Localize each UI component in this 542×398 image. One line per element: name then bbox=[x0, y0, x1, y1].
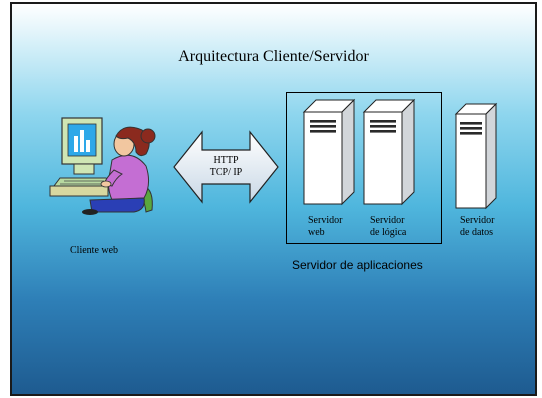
double-arrow-icon bbox=[173, 130, 279, 204]
slide-title: Arquitectura Cliente/Servidor bbox=[178, 48, 369, 65]
client-label: Cliente web bbox=[70, 245, 119, 256]
web-server-label-line2: web bbox=[308, 227, 325, 238]
arrow-label-protocol: HTTP bbox=[213, 155, 239, 166]
app-server-group-label: Servidor de aplicaciones bbox=[292, 258, 423, 272]
web-server-label-line1: Servidor bbox=[308, 215, 343, 226]
logic-server-icon bbox=[362, 98, 416, 206]
user-at-computer-icon bbox=[49, 117, 156, 215]
logic-server-label-line2: de lógica bbox=[370, 227, 407, 238]
slide: Arquitectura Cliente/Servidor Cliente bbox=[10, 2, 537, 396]
logic-server-label-line1: Servidor bbox=[370, 215, 405, 226]
web-server-icon bbox=[302, 98, 356, 206]
data-server-label-line2: de datos bbox=[460, 227, 494, 238]
data-server-label-line1: Servidor bbox=[460, 215, 495, 226]
arrow-label-transport: TCP/ IP bbox=[209, 167, 243, 178]
data-server-icon bbox=[454, 102, 498, 210]
app-server-group-box bbox=[286, 92, 442, 244]
